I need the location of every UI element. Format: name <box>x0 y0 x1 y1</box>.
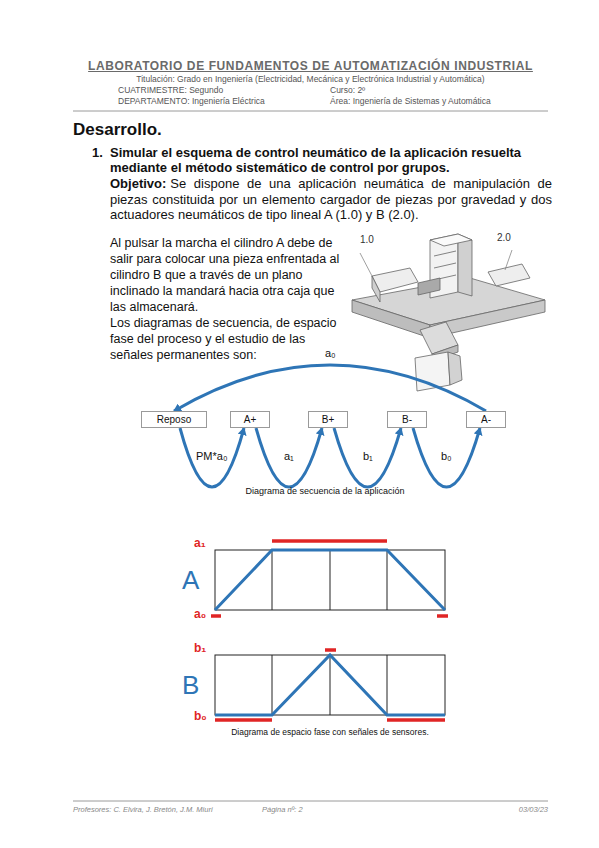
footer-rule <box>73 801 548 802</box>
sensor-marks-a <box>211 541 448 616</box>
item-number: 1. <box>92 145 112 161</box>
header-line: Curso: 2º <box>330 85 530 95</box>
transition-arc <box>180 428 244 487</box>
state-name: B+ <box>322 414 335 425</box>
objective-text: Se dispone de una aplicación neumática d… <box>110 176 552 222</box>
sensor-marks-b <box>215 650 445 720</box>
state-name: Reposo <box>157 414 191 425</box>
axis-name: A <box>182 565 212 596</box>
machine-illustration <box>352 234 545 391</box>
sensor-label: b₀ <box>194 709 214 723</box>
state-name: A+ <box>244 414 257 425</box>
header-line: Área: Ingeniería de Sistemas y Automátic… <box>330 96 550 106</box>
sensor-label: b₁ <box>194 641 214 655</box>
page-title: LABORATORIO DE FUNDAMENTOS DE AUTOMATIZA… <box>73 59 548 73</box>
footer-text: 03/03/23 <box>480 805 548 814</box>
figure-caption: Diagrama de secuencia de la aplicación <box>175 486 475 497</box>
state-box: A+ <box>230 411 270 428</box>
state-box: B+ <box>308 411 348 428</box>
state-name: A- <box>481 414 491 425</box>
transition-condition: b₀ <box>439 450 454 462</box>
sensor-label: a₁ <box>194 536 214 550</box>
motion-line-a <box>215 550 445 610</box>
phase-grid-b <box>215 655 445 715</box>
callout-number: 1.0 <box>360 234 390 246</box>
section-heading: Desarrollo. <box>73 120 273 140</box>
header-rule <box>73 111 548 112</box>
body-paragraph: Los diagramas de secuencia, de espacio f… <box>110 315 348 363</box>
transition-condition: b₁ <box>361 450 375 462</box>
header-line: CUATRIMESTRE: Segundo <box>118 85 318 95</box>
header-line: DEPARTAMENTO: Ingeniería Eléctrica <box>118 96 318 106</box>
state-box: Reposo <box>141 411 207 428</box>
state-box: B- <box>387 411 427 428</box>
transition-condition: a₁ <box>282 450 296 462</box>
sensor-label: a₀ <box>194 607 214 621</box>
transition-arc <box>256 428 322 487</box>
objective-label: Objetivo: <box>110 176 166 191</box>
objective-paragraph: Objetivo:Se dispone de una aplicación ne… <box>110 176 552 223</box>
transition-arc <box>413 428 480 487</box>
transition-arc <box>174 365 486 411</box>
transition-condition: PM*a₀ <box>194 450 229 462</box>
header-line: Titulación: Grado en Ingeniería (Electri… <box>73 74 548 84</box>
footer-text: Página nº: 2 <box>262 805 362 814</box>
body-paragraph: Al pulsar la marcha el cilindro A debe d… <box>110 235 348 315</box>
motion-line-b <box>215 655 445 715</box>
state-name: B- <box>402 414 412 425</box>
callout-number: 2.0 <box>497 232 527 244</box>
item-heading: Simular el esquema de control neumático … <box>110 145 552 176</box>
phase-grid-a <box>215 550 445 610</box>
axis-name: B <box>182 670 212 701</box>
state-box: A- <box>466 411 506 428</box>
transition-arc <box>334 428 401 487</box>
transition-condition: a₀ <box>323 347 338 359</box>
figure-caption: Diagrama de espacio fase con señales de … <box>180 727 480 737</box>
